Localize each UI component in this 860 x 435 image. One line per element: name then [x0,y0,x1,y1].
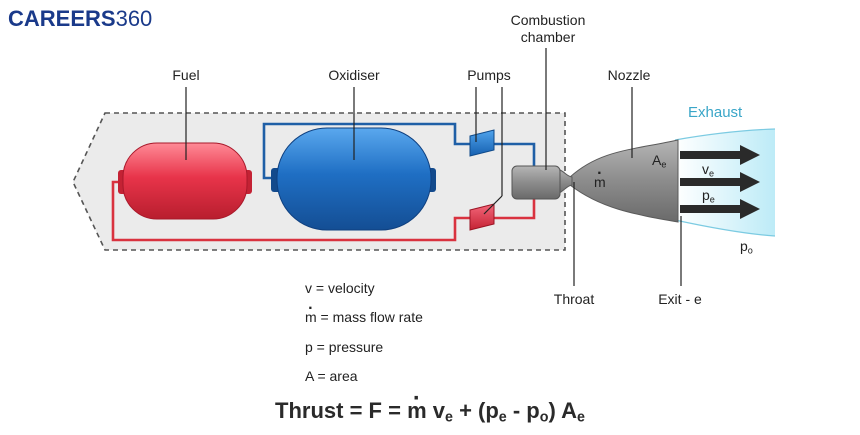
exit-pressure-label: pe [702,187,715,205]
leader-lines [185,48,682,286]
exhaust-arrows [680,145,760,219]
fuel-label: Fuel [172,67,200,83]
nozzle-label: Nozzle [607,67,651,83]
exhaust-label: Exhaust [688,104,743,121]
exit-label: Exit - e [658,291,702,307]
nozzle [569,139,679,223]
exit-area-label: Ae [652,152,667,170]
throat-label: Throat [553,291,595,307]
combustion-label-line1: Combustion [510,12,586,28]
ambient-pressure-label: po [740,238,753,256]
legend-area: A = area [305,368,358,384]
legend-velocity: v = velocity [305,280,375,296]
legend-pressure: p = pressure [305,339,384,355]
fuel-tank [122,142,248,220]
oxidiser-line [262,122,472,180]
exit-velocity-label: ve [702,161,715,179]
combustion-chamber-label: Combustion chamber [511,12,586,46]
legend-mass-flow: m = mass flow rate [305,309,423,325]
thrust-formula: Thrust = F = m ve + (pe - po) Ae [0,398,860,426]
oxidiser-label: Oxidiser [328,67,380,83]
careers360-logo: CAREERS360 [8,6,153,31]
pumps-label: Pumps [467,67,511,83]
combustion-label-line2: chamber [520,29,576,45]
fuel-line [111,180,472,242]
combustion-chamber [511,165,561,200]
mass-flow-symbol: m [594,174,606,190]
